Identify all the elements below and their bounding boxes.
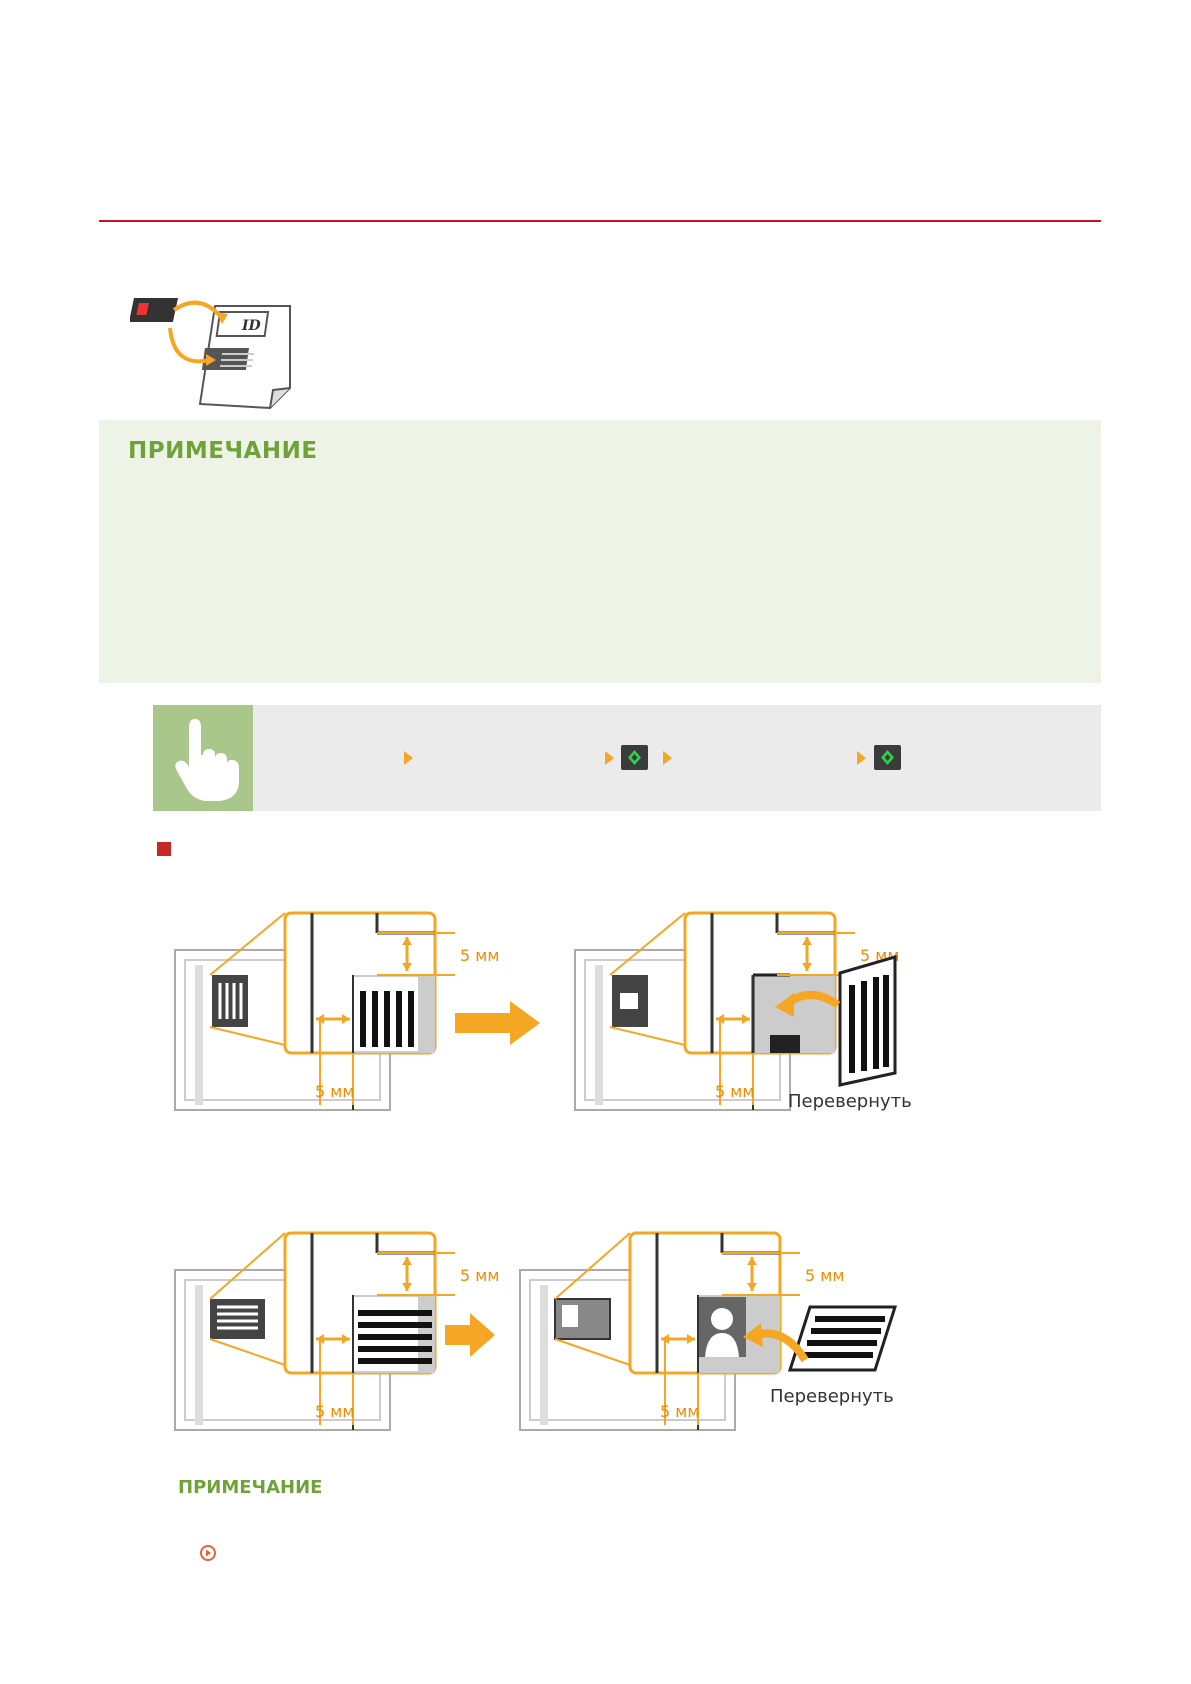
next-step-arrow-icon (445, 1313, 495, 1357)
hand-pointer-tile (153, 705, 253, 811)
svg-text:5 мм: 5 мм (315, 1402, 354, 1421)
note-title: ПРИМЕЧАНИЕ (128, 438, 318, 464)
start-button-icon[interactable] (874, 745, 901, 770)
landscape-id-placement-diagram: 5 мм 5 мм 5 мм 5 мм (174, 1231, 898, 1431)
svg-text:ID: ID (241, 318, 262, 334)
svg-text:5 мм: 5 мм (805, 1266, 844, 1285)
note-title-secondary: ПРИМЕЧАНИЕ (178, 1477, 323, 1498)
section-marker-icon (157, 842, 171, 856)
next-step-arrow-icon (455, 1001, 540, 1045)
platen-left: 5 мм 5 мм (174, 911, 499, 1111)
note-box (99, 420, 1101, 683)
start-button-icon[interactable] (621, 745, 648, 770)
svg-text:5 мм: 5 мм (460, 1266, 499, 1285)
id-copy-icon: ID (130, 298, 291, 410)
platen-right: 5 мм 5 мм Перевернуть (574, 911, 912, 1112)
platen-left: 5 мм 5 мм (174, 1231, 499, 1431)
hand-pointer-icon (175, 719, 239, 801)
svg-text:5 мм: 5 мм (315, 1082, 354, 1101)
svg-text:Перевернуть: Перевернуть (770, 1386, 894, 1407)
svg-text:Перевернуть: Перевернуть (788, 1091, 912, 1112)
step-arrow-icon (404, 751, 413, 765)
svg-text:5 мм: 5 мм (660, 1402, 699, 1421)
platen-right: 5 мм 5 мм Перевернуть (519, 1231, 898, 1431)
step-arrow-icon (857, 751, 866, 765)
svg-text:5 мм: 5 мм (715, 1082, 754, 1101)
link-arrow-icon[interactable] (200, 1545, 216, 1561)
step-arrow-icon (605, 751, 614, 765)
svg-text:5 мм: 5 мм (460, 946, 499, 965)
step-arrow-icon (663, 751, 672, 765)
portrait-id-placement-diagram: 5 мм 5 мм 5 мм 5 мм (174, 911, 912, 1112)
header-rule (99, 220, 1101, 222)
